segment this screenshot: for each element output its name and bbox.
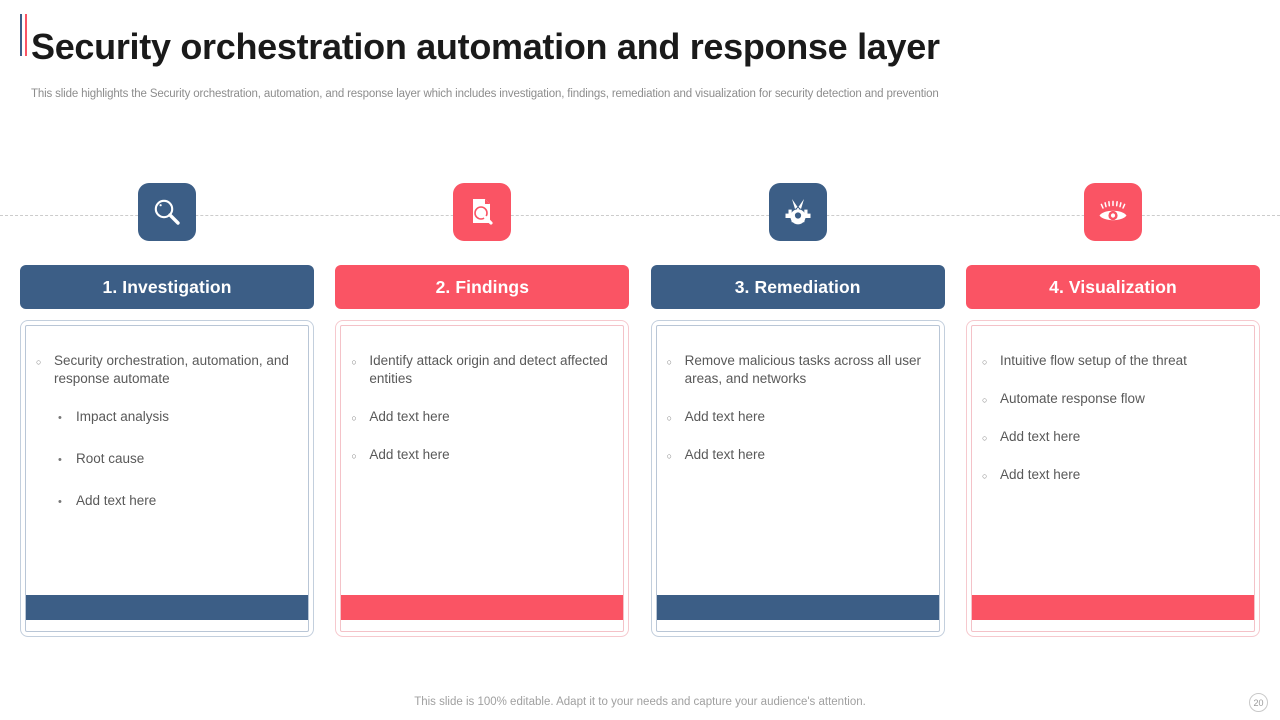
card-inner-remediation: Remove malicious tasks across all user a… (655, 325, 940, 632)
list-item-text: Impact analysis (76, 408, 170, 424)
hollow-bullet-icon (351, 408, 369, 425)
accent-bar-red (25, 14, 27, 56)
list-item: Add text here (667, 446, 925, 464)
magnifier-icon (138, 183, 196, 241)
card-header-findings[interactable]: 2. Findings (335, 265, 630, 309)
list-item: Impact analysis (36, 408, 294, 426)
column-investigation: 1. Investigation Security orchestration,… (20, 183, 314, 637)
hollow-bullet-icon (351, 352, 369, 369)
list-item-text: Add text here (369, 408, 450, 424)
bullet-list-findings: Identify attack origin and detect affect… (341, 326, 623, 464)
list-item: Add text here (351, 408, 609, 426)
list-item: Remove malicious tasks across all user a… (667, 352, 925, 388)
dot-bullet-icon (58, 492, 76, 510)
list-item: Security orchestration, automation, and … (36, 352, 294, 388)
list-item-text: Add text here (999, 428, 1081, 444)
list-item: Add text here (667, 408, 925, 426)
hollow-bullet-icon (36, 352, 54, 369)
card-inner-visualization: Intuitive flow setup of the threat Autom… (970, 325, 1255, 632)
hollow-bullet-icon (667, 352, 685, 369)
hollow-bullet-icon (667, 446, 685, 463)
card-header-remediation[interactable]: 3. Remediation (650, 265, 945, 309)
list-item: Automate response flow (982, 390, 1240, 408)
list-item: Root cause (36, 450, 294, 468)
card-header-investigation[interactable]: 1. Investigation (20, 265, 314, 309)
page-subtitle: This slide highlights the Security orche… (31, 88, 939, 100)
card-outer-findings: Identify attack origin and detect affect… (335, 320, 630, 637)
eye-icon (1083, 183, 1142, 241)
column-remediation: 3. Remediation Remove malicious tasks ac… (650, 183, 945, 637)
list-item: Add text here (982, 466, 1240, 484)
title-accent-bars (20, 14, 27, 56)
bullet-list-remediation: Remove malicious tasks across all user a… (657, 326, 939, 464)
card-footer-bar (656, 595, 939, 620)
list-item-text: Automate response flow (999, 390, 1145, 406)
card-footer-bar (341, 595, 624, 620)
list-item: Add text here (351, 446, 609, 464)
list-item-text: Identify attack origin and detect affect… (369, 353, 608, 386)
card-header-visualization[interactable]: 4. Visualization (965, 265, 1260, 309)
list-item-text: Add text here (684, 408, 765, 424)
card-outer-visualization: Intuitive flow setup of the threat Autom… (965, 320, 1260, 637)
list-item-text: Remove malicious tasks across all user a… (684, 353, 921, 386)
list-item-text: Intuitive flow setup of the threat (999, 353, 1187, 368)
list-item: Intuitive flow setup of the threat (982, 352, 1240, 370)
list-item: Add text here (982, 428, 1240, 446)
list-item-text: Add text here (999, 466, 1081, 482)
list-item: Add text here (36, 492, 294, 510)
document-search-icon (453, 183, 512, 241)
bullet-list-investigation: Security orchestration, automation, and … (26, 326, 308, 510)
hollow-bullet-icon (351, 446, 369, 463)
list-item-text: Add text here (684, 446, 765, 462)
card-inner-investigation: Security orchestration, automation, and … (25, 325, 309, 632)
column-visualization: 4. Visualization Intuitive flow setup of… (965, 183, 1260, 637)
list-item-text: Security orchestration, automation, and … (54, 353, 289, 386)
dot-bullet-icon (58, 450, 76, 468)
card-inner-findings: Identify attack origin and detect affect… (340, 325, 625, 632)
page-number-badge: 20 (1249, 693, 1268, 712)
dot-bullet-icon (58, 408, 76, 426)
hollow-bullet-icon (982, 352, 1000, 369)
accent-bar-navy (20, 14, 22, 56)
hollow-bullet-icon (982, 428, 1000, 445)
hollow-bullet-icon (982, 466, 1000, 483)
card-footer-bar (26, 595, 308, 620)
card-outer-remediation: Remove malicious tasks across all user a… (650, 320, 945, 637)
footer-note: This slide is 100% editable. Adapt it to… (414, 696, 866, 708)
gear-wrench-icon (768, 183, 827, 241)
list-item-text: Add text here (76, 492, 157, 508)
hollow-bullet-icon (982, 390, 1000, 407)
connector-dashed-line (0, 215, 1280, 216)
columns-container: 1. Investigation Security orchestration,… (20, 183, 1260, 637)
card-footer-bar (971, 595, 1254, 620)
bullet-list-visualization: Intuitive flow setup of the threat Autom… (972, 326, 1254, 484)
column-findings: 2. Findings Identify attack origin and d… (335, 183, 630, 637)
list-item: Identify attack origin and detect affect… (351, 352, 609, 388)
card-outer-investigation: Security orchestration, automation, and … (20, 320, 314, 637)
hollow-bullet-icon (667, 408, 685, 425)
page-title: Security orchestration automation and re… (31, 26, 940, 67)
list-item-text: Root cause (76, 450, 145, 466)
list-item-text: Add text here (369, 446, 450, 462)
